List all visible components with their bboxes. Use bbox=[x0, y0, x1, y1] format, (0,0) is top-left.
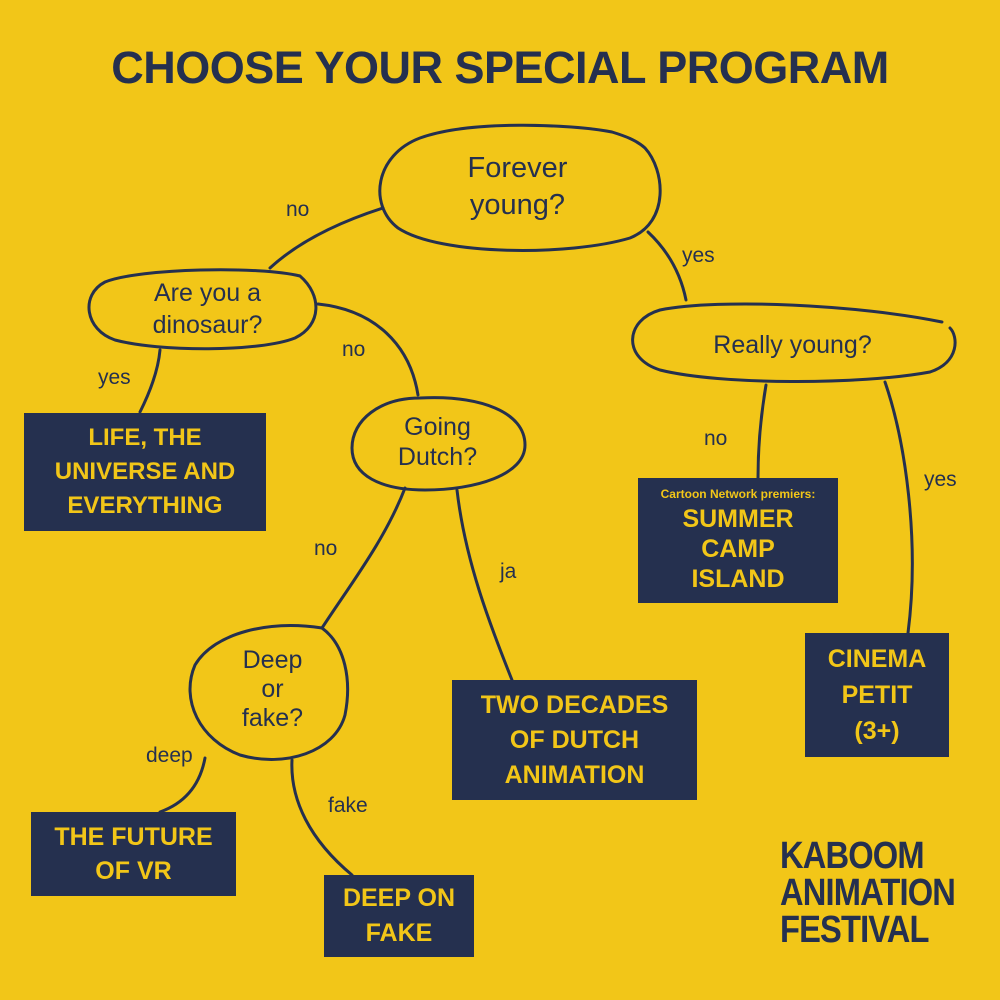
program-line: EVERYTHING bbox=[67, 492, 223, 519]
label-dinosaur-no: no bbox=[342, 338, 366, 361]
program-line: OF VR bbox=[95, 857, 172, 885]
program-two-decades[interactable]: TWO DECADES OF DUTCH ANIMATION bbox=[452, 680, 697, 800]
question-line: Really young? bbox=[713, 331, 872, 359]
label-dinosaur-yes: yes bbox=[98, 366, 131, 389]
program-line: CAMP bbox=[701, 535, 775, 563]
question-forever-young: Forever young? bbox=[430, 150, 605, 224]
label-forever-yes: yes bbox=[682, 244, 715, 267]
edge-really-yes bbox=[883, 380, 914, 635]
question-deep-or-fake: Deep or fake? bbox=[215, 646, 330, 733]
program-line: SUMMER bbox=[682, 505, 794, 533]
bubble-really-young bbox=[631, 302, 957, 384]
bubble-dinosaur bbox=[87, 268, 318, 351]
label-dutch-ja: ja bbox=[500, 560, 517, 583]
edge-forever-no bbox=[268, 206, 385, 270]
program-life-universe[interactable]: LIFE, THE UNIVERSE AND EVERYTHING bbox=[24, 413, 266, 531]
program-line: TWO DECADES bbox=[480, 690, 669, 719]
program-deep-on-fake[interactable]: DEEP ON FAKE bbox=[324, 875, 474, 957]
program-line: DEEP ON bbox=[342, 884, 456, 912]
edge-dutch-no bbox=[320, 486, 407, 630]
program-line: THE FUTURE bbox=[54, 823, 213, 851]
question-line: Deep bbox=[242, 646, 303, 674]
program-line: PETIT bbox=[841, 681, 913, 709]
label-fake: fake bbox=[328, 794, 368, 817]
program-future-vr[interactable]: THE FUTURE OF VR bbox=[31, 812, 236, 896]
label-really-yes: yes bbox=[924, 468, 957, 491]
question-really-young: Really young? bbox=[680, 329, 905, 361]
edge-really-no bbox=[756, 383, 768, 480]
program-line: ISLAND bbox=[691, 565, 785, 593]
edge-fake bbox=[290, 758, 354, 877]
question-going-dutch: Going Dutch? bbox=[365, 412, 510, 472]
program-line: FAKE bbox=[365, 919, 433, 947]
logo-line: KABOOM bbox=[780, 835, 925, 877]
question-line: Going bbox=[404, 413, 471, 441]
edge-dinosaur-yes bbox=[138, 348, 162, 414]
question-line: dinosaur? bbox=[152, 311, 263, 339]
question-dinosaur: Are you a dinosaur? bbox=[120, 277, 295, 341]
program-cinema-petit[interactable]: CINEMA PETIT (3+) bbox=[805, 633, 949, 757]
kaboom-logo: KABOOM ANIMATION FESTIVAL bbox=[780, 835, 956, 951]
edge-forever-yes bbox=[646, 230, 688, 302]
edge-deep bbox=[158, 756, 207, 814]
question-line: Are you a bbox=[153, 279, 261, 307]
question-line: Forever bbox=[467, 152, 568, 184]
page-title: CHOOSE YOUR SPECIAL PROGRAM bbox=[111, 42, 889, 93]
program-line: OF DUTCH bbox=[509, 725, 640, 754]
bubble-going-dutch bbox=[350, 396, 527, 492]
question-line: fake? bbox=[241, 704, 304, 732]
program-line: UNIVERSE AND bbox=[54, 458, 236, 485]
label-really-no: no bbox=[704, 427, 728, 450]
label-deep: deep bbox=[146, 744, 193, 767]
question-line: or bbox=[261, 675, 284, 703]
edge-dinosaur-no bbox=[316, 302, 420, 397]
logo-line: ANIMATION bbox=[780, 872, 956, 914]
bubble-deep-or-fake bbox=[188, 624, 350, 761]
label-dutch-no: no bbox=[314, 537, 338, 560]
question-line: Dutch? bbox=[397, 443, 478, 471]
question-line: young? bbox=[469, 189, 566, 221]
logo-line: FESTIVAL bbox=[780, 909, 930, 951]
program-line: LIFE, THE bbox=[88, 424, 202, 451]
program-prefix: Cartoon Network premiers: bbox=[660, 487, 816, 501]
edge-dutch-ja bbox=[455, 488, 514, 682]
program-line: ANIMATION bbox=[504, 760, 645, 789]
program-line: (3+) bbox=[854, 717, 900, 745]
label-forever-no: no bbox=[286, 198, 310, 221]
program-summer-camp-island[interactable]: Cartoon Network premiers: SUMMER CAMP IS… bbox=[638, 478, 838, 603]
bubble-forever-young bbox=[378, 123, 662, 252]
program-line: CINEMA bbox=[827, 645, 927, 673]
